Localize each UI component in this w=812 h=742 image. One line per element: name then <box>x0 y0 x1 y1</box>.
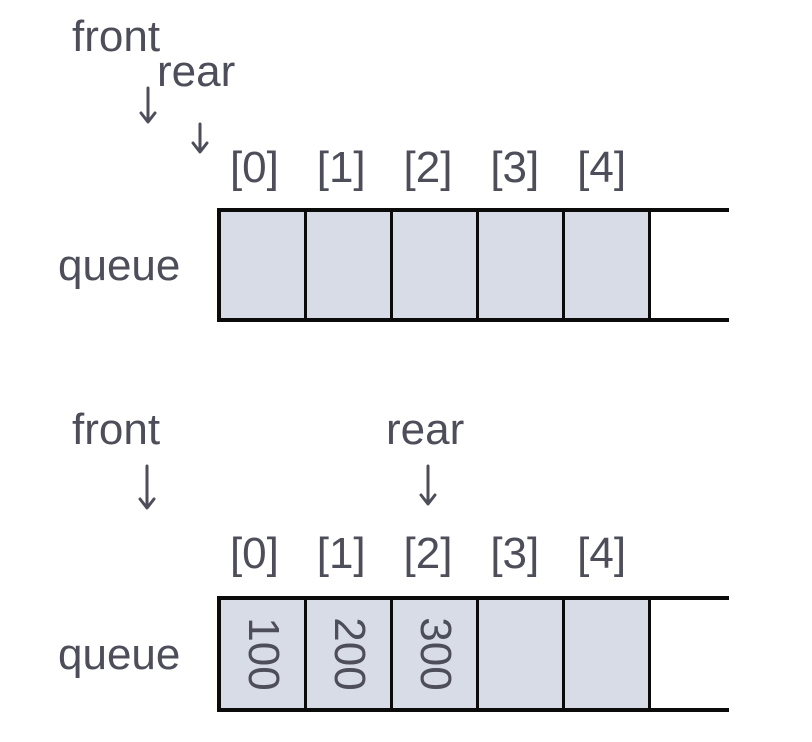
array-cell-2 <box>393 212 479 318</box>
queue-array <box>217 208 729 322</box>
front-down-arrow-icon <box>139 86 157 124</box>
index-label-row: [0] [1] [2] [3] [4] <box>211 529 645 578</box>
rear-down-arrow-icon <box>419 464 437 506</box>
array-cell-4 <box>565 600 651 708</box>
index-label: [2] <box>403 529 453 578</box>
open-end-extension <box>651 600 729 708</box>
queue-label: queue <box>58 630 181 679</box>
array-cell-1: 200 <box>307 600 393 708</box>
cell-value: 300 <box>410 617 460 691</box>
index-label-row: [0] [1] [2] [3] [4] <box>211 143 645 192</box>
queue-array: 100 200 300 <box>217 596 729 712</box>
index-label: [3] <box>490 143 540 192</box>
front-pointer-label: front <box>72 405 161 454</box>
rear-pointer-label: rear <box>157 47 236 96</box>
index-label: [4] <box>577 143 627 192</box>
rear-pointer-label: rear <box>386 405 465 454</box>
array-cell-3 <box>479 212 565 318</box>
front-down-arrow-icon <box>138 464 156 510</box>
cell-value: 100 <box>238 617 288 691</box>
array-cell-0: 100 <box>221 600 307 708</box>
index-label: [1] <box>316 143 366 192</box>
array-cell-0 <box>221 212 307 318</box>
cell-value: 200 <box>324 617 374 691</box>
array-cell-3 <box>479 600 565 708</box>
index-label: [4] <box>577 529 627 578</box>
front-pointer-label: front <box>72 12 161 61</box>
index-label: [1] <box>316 529 366 578</box>
array-cell-4 <box>565 212 651 318</box>
array-cell-2: 300 <box>393 600 479 708</box>
rear-down-arrow-icon <box>191 122 209 154</box>
open-end-extension <box>651 212 729 318</box>
index-label: [0] <box>229 529 279 578</box>
index-label: [0] <box>229 143 279 192</box>
array-cell-1 <box>307 212 393 318</box>
queue-label: queue <box>58 241 181 290</box>
index-label: [3] <box>490 529 540 578</box>
index-label: [2] <box>403 143 453 192</box>
